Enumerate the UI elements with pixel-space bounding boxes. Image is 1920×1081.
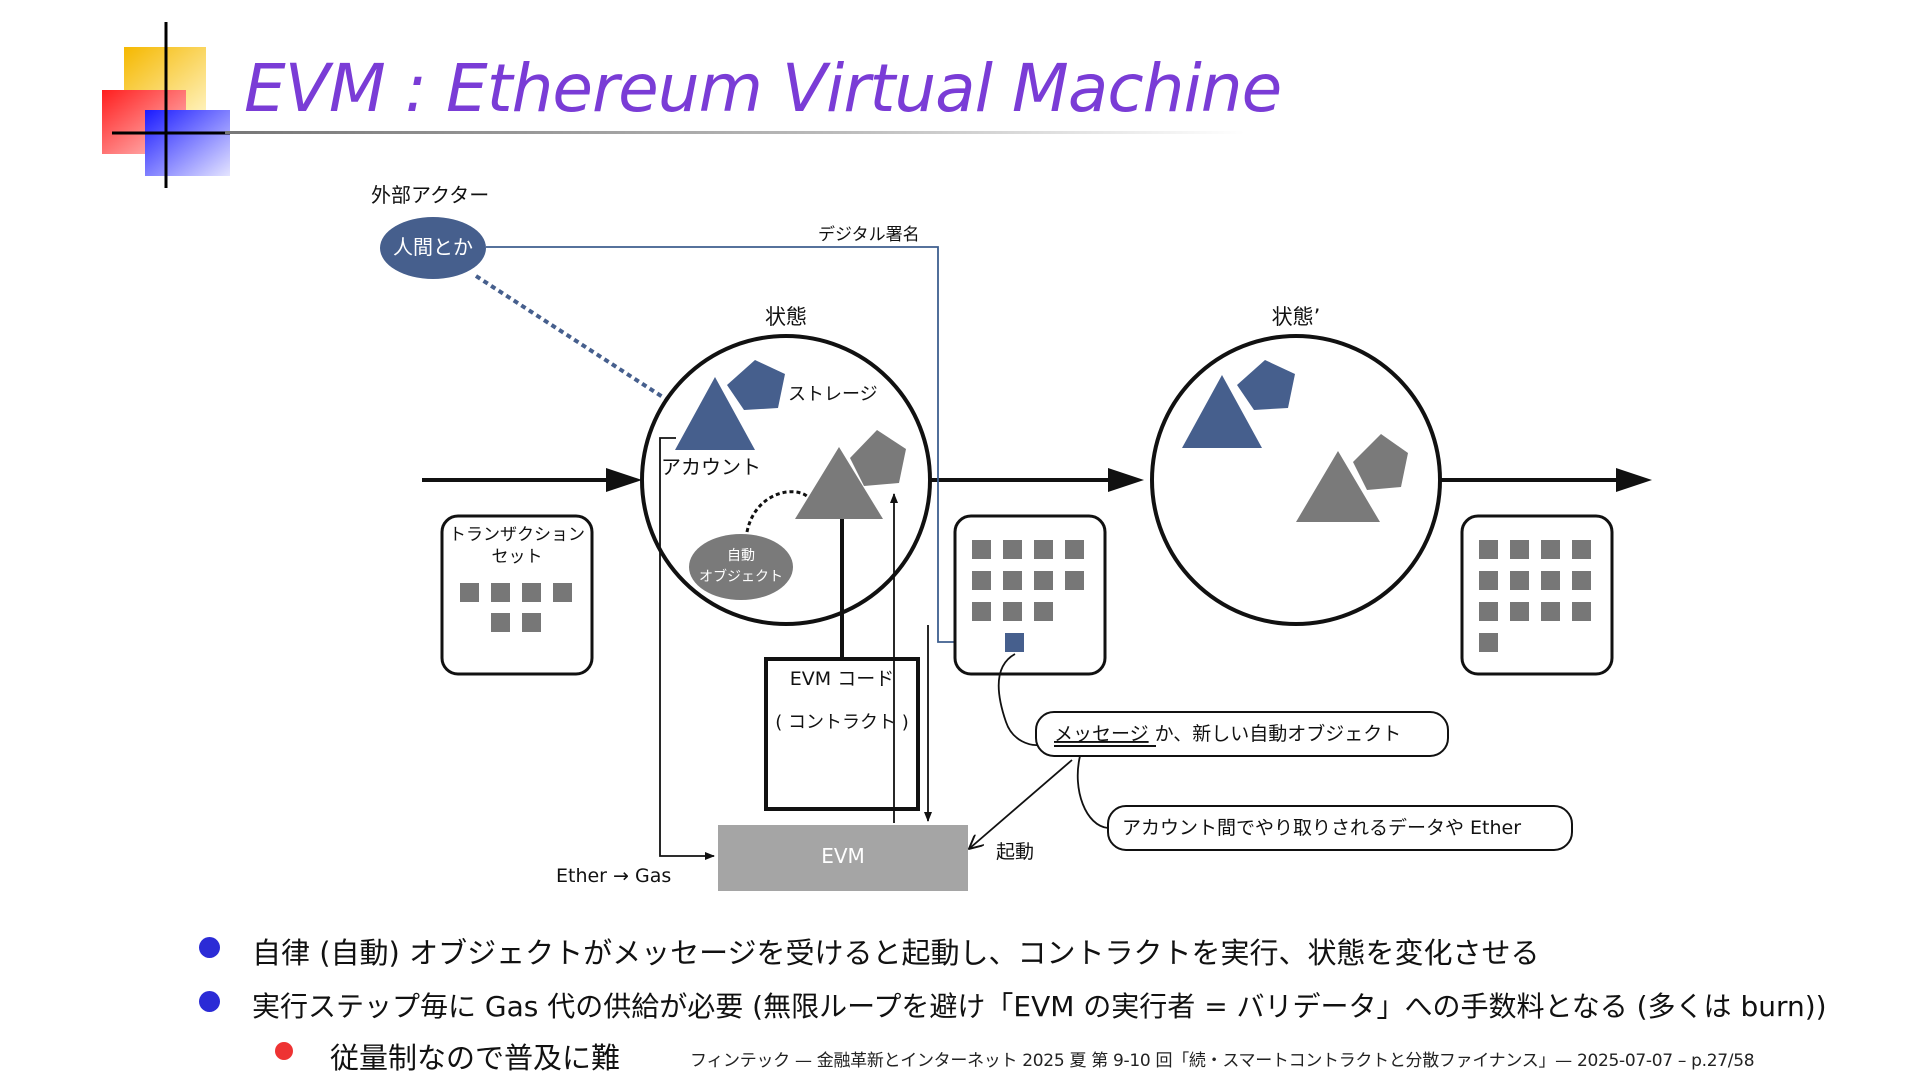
digital-signature-label: デジタル署名 bbox=[818, 224, 920, 245]
tx-set-squares-2 bbox=[972, 540, 1084, 621]
auto-object-node bbox=[689, 534, 793, 600]
ether-gas-label: Ether → Gas bbox=[556, 865, 671, 887]
start-label: 起動 bbox=[996, 841, 1034, 863]
human-account-connector bbox=[474, 274, 694, 418]
start-arrow bbox=[970, 759, 1073, 848]
evm-code-box bbox=[764, 657, 920, 811]
account-label: アカウント bbox=[661, 455, 761, 479]
storage-pentagon bbox=[727, 360, 785, 410]
state-label: 状態 bbox=[765, 305, 807, 329]
evm-label: EVM bbox=[821, 844, 865, 868]
message-square bbox=[1005, 633, 1024, 652]
contract-triangle bbox=[795, 447, 883, 519]
message-curve bbox=[997, 653, 1045, 746]
evm-code-line1: EVM コード bbox=[790, 668, 894, 690]
slide-logo bbox=[102, 22, 230, 188]
title-underline bbox=[225, 131, 1245, 134]
contract-triangle-2 bbox=[1296, 451, 1380, 522]
data-callout-text: アカウント間でやり取りされるデータや Ether bbox=[1122, 817, 1521, 839]
tx-set-squares bbox=[460, 583, 572, 632]
tx-set-box-2 bbox=[953, 514, 1107, 676]
data-callout bbox=[1107, 805, 1573, 851]
tx-set-squares-3 bbox=[1479, 540, 1591, 652]
slide-title: EVM : Ethereum Virtual Machine bbox=[244, 50, 1282, 127]
account-evm-line bbox=[659, 437, 715, 860]
tx-set-line2: セット bbox=[492, 547, 543, 567]
human-node bbox=[380, 217, 486, 279]
evm-box bbox=[718, 825, 968, 891]
message-callout-underlined: メッセージ bbox=[1054, 723, 1149, 745]
auto-object-line2: オブジェクト bbox=[699, 568, 783, 585]
message-callout-text: メッセージ か、新しい自動オブジェクト bbox=[1054, 722, 1401, 745]
human-label: 人間とか bbox=[393, 235, 473, 259]
account-triangle bbox=[675, 377, 755, 450]
contract-pentagon-2 bbox=[1353, 434, 1408, 490]
state-prime-label: 状態’ bbox=[1272, 305, 1321, 329]
storage-pentagon-2 bbox=[1237, 360, 1295, 410]
main-flow-arrows bbox=[422, 468, 1652, 492]
evm-code-line2: ( コントラクト ) bbox=[775, 712, 909, 733]
external-actor-label: 外部アクター bbox=[371, 183, 489, 207]
tx-set-box bbox=[440, 514, 594, 676]
storage-label: ストレージ bbox=[788, 384, 878, 405]
slide-footer: フィンテック — 金融革新とインターネット 2025 夏 第 9-10 回「続・… bbox=[690, 1051, 1755, 1071]
auto-object-line1: 自動 bbox=[727, 548, 755, 564]
message-callout-rest: か、新しい自動オブジェクト bbox=[1149, 722, 1402, 745]
account-triangle-2 bbox=[1182, 375, 1262, 448]
tx-set-line1: トランザクション bbox=[449, 525, 585, 545]
contract-pentagon bbox=[850, 430, 906, 486]
data-callout-curve bbox=[1076, 755, 1109, 829]
